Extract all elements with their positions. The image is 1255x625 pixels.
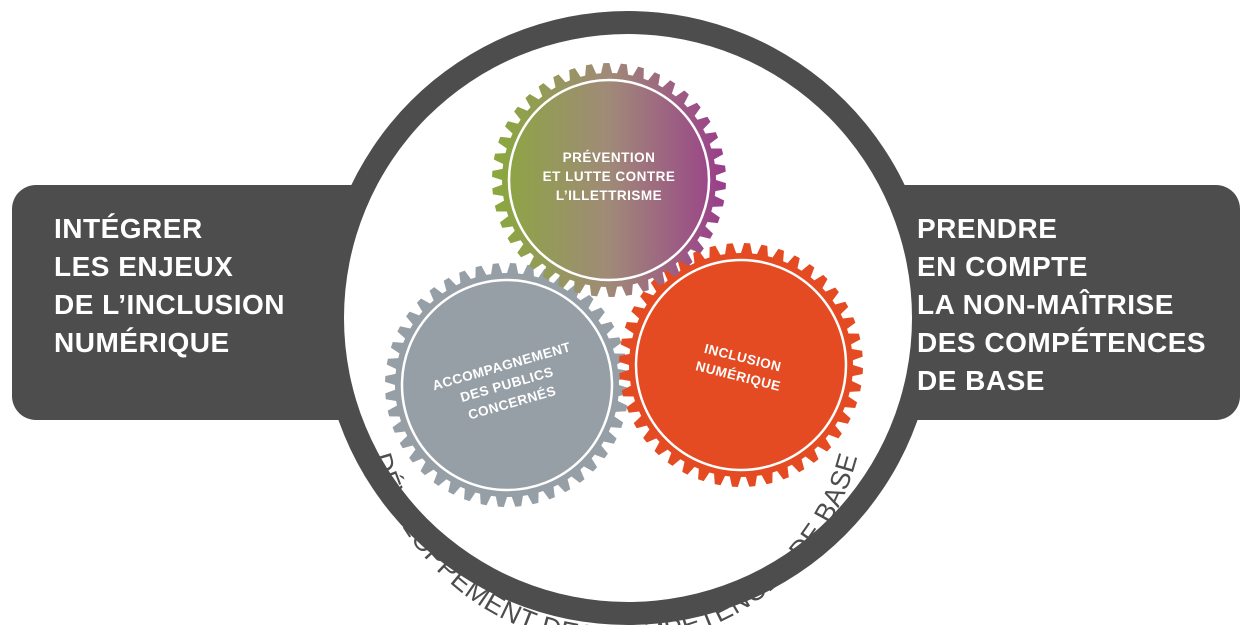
gear-inclusion-ring bbox=[634, 258, 848, 472]
right-panel-line-4: DES COMPÉTENCES bbox=[917, 327, 1207, 358]
left-panel-line-3: DE L’INCLUSION bbox=[54, 289, 286, 320]
right-panel-line-5: DE BASE bbox=[917, 365, 1045, 396]
right-panel-line-3: LA NON-MAÎTRISE bbox=[917, 289, 1174, 320]
gear-accompagnement: ACCOMPAGNEMENT DES PUBLICS CONCERNÉS bbox=[385, 263, 629, 507]
gear-accompagnement-teeth bbox=[385, 263, 629, 507]
gear-prevention-label-1: PRÉVENTION bbox=[563, 150, 656, 165]
right-panel-line-1: PRENDRE bbox=[917, 213, 1058, 244]
right-panel-text: PRENDRE EN COMPTE LA NON-MAÎTRISE DES CO… bbox=[917, 210, 1206, 400]
gear-prevention-ring bbox=[507, 78, 711, 282]
left-panel-text: INTÉGRER LES ENJEUX DE L’INCLUSION NUMÉR… bbox=[54, 210, 285, 362]
gear-prevention-label-2: ET LUTTE CONTRE bbox=[543, 169, 676, 184]
gear-prevention-teeth bbox=[492, 63, 726, 297]
gear-prevention-label-3: L’ILLETTRISME bbox=[556, 188, 662, 203]
left-panel-line-4: NUMÉRIQUE bbox=[54, 327, 230, 358]
gear-prevention: PRÉVENTION ET LUTTE CONTRE L’ILLETTRISME bbox=[492, 63, 726, 297]
gear-accompagnement-ring bbox=[400, 278, 614, 492]
right-panel-line-2: EN COMPTE bbox=[917, 251, 1088, 282]
left-panel-line-2: LES ENJEUX bbox=[54, 251, 234, 282]
gear-inclusion-teeth bbox=[619, 243, 863, 487]
gear-inclusion: INCLUSION NUMÉRIQUE bbox=[619, 243, 863, 487]
left-panel-line-1: INTÉGRER bbox=[54, 213, 203, 244]
